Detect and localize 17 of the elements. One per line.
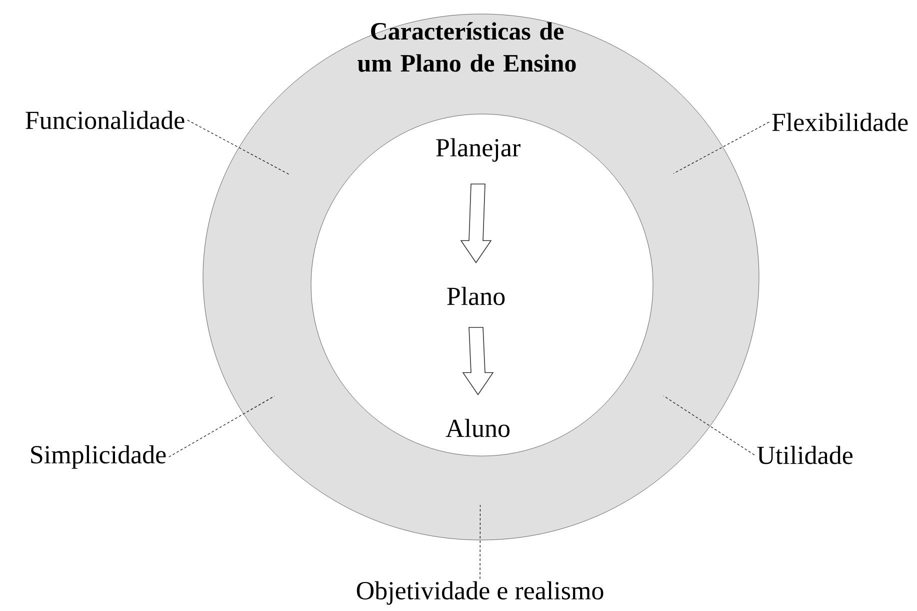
characteristic-label: Funcionalidade (26, 110, 184, 130)
step-text: Planejar (436, 138, 520, 162)
inner-circle (310, 114, 654, 456)
characteristic-label: Utilidade (757, 446, 852, 464)
heading: Características de um Plano de Ensino (358, 22, 576, 72)
leader-line (187, 120, 290, 176)
step-text: Aluno (446, 418, 510, 438)
leader-line (168, 396, 275, 458)
leader-line (480, 504, 481, 580)
step-text: Plano (447, 286, 505, 306)
leader-line (663, 396, 755, 456)
block-arrow (460, 184, 492, 264)
characteristic-label: Objetividade e realismo (356, 581, 604, 605)
characteristic-label: Simplicidade (31, 445, 166, 469)
leader-line (673, 122, 770, 174)
characteristic-label: Flexibilidade (772, 112, 908, 132)
block-arrow (462, 326, 494, 396)
